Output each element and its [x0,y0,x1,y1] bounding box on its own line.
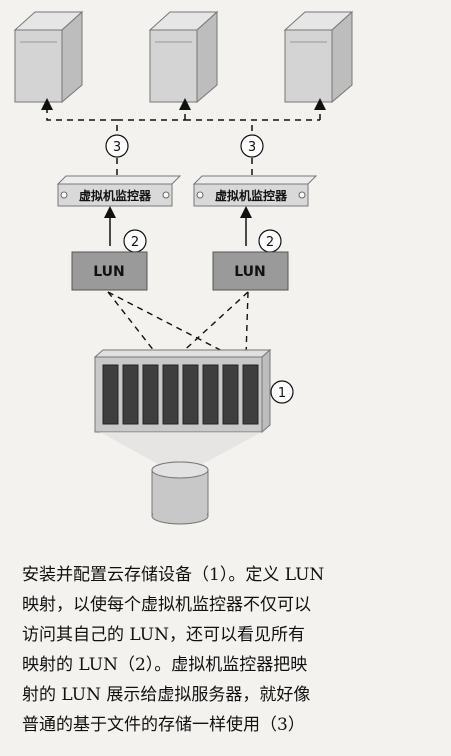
caption-line: 安装并配置云存储设备（1）。定义 LUN [22,565,325,585]
svg-text:LUN: LUN [234,264,266,280]
svg-text:2: 2 [266,235,274,250]
svg-text:2: 2 [131,235,139,250]
vm-mapping-lines [41,98,326,175]
svg-text:LUN: LUN [93,264,125,280]
storage-diagram: 3 3 虚拟机监控器 虚拟机监控器 2 2 LUN LUN [13,10,354,525]
cloud-storage-device-icon [93,348,272,434]
virtual-server-3-icon [283,10,354,104]
svg-text:3: 3 [113,140,121,155]
svg-text:虚拟机监控器: 虚拟机监控器 [79,188,152,203]
callout-2-left: 2 [123,229,147,253]
hypervisor-right: 虚拟机监控器 [192,175,318,207]
svg-text:虚拟机监控器: 虚拟机监控器 [215,188,288,203]
lun-mapping-lines [107,291,249,357]
caption-line: 映射的 LUN（2）。虚拟机监控器把映 [22,655,308,675]
virtual-server-1-icon [13,10,84,104]
caption-line: 普通的基于文件的存储一样使用（3） [22,715,305,735]
storage-projection [100,432,262,468]
storage-cylinder-icon [151,461,209,525]
hypervisor-left: 虚拟机监控器 [56,175,182,207]
caption-line: 射的 LUN 展示给虚拟服务器，就好像 [22,685,311,705]
callout-3-right: 3 [240,134,264,158]
svg-text:3: 3 [248,140,256,155]
lun-right: LUN [212,251,289,291]
virtual-server-2-icon [148,10,219,104]
lun-left: LUN [71,251,148,291]
svg-text:1: 1 [278,386,286,401]
callout-2-right: 2 [258,229,282,253]
caption-line: 映射，以使每个虚拟机监控器不仅可以 [22,595,311,615]
caption-line: 访问其自己的 LUN，还可以看见所有 [22,625,305,645]
callout-3-left: 3 [105,134,129,158]
figure-caption: 安装并配置云存储设备（1）。定义 LUN 映射，以使每个虚拟机监控器不仅可以 访… [22,560,432,740]
callout-1: 1 [270,380,294,404]
